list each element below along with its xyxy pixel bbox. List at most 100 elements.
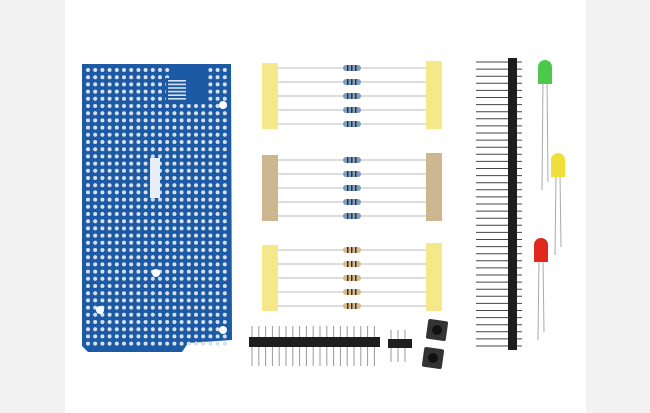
pcb-pad <box>93 312 98 317</box>
pcb-pad <box>179 212 184 216</box>
pcb-pad <box>93 248 98 252</box>
pcb-pad <box>122 125 126 130</box>
pcb-pad <box>201 226 206 231</box>
pcb-pad <box>222 284 227 288</box>
pcb-pad <box>114 190 119 195</box>
pcb-pad <box>107 204 112 209</box>
pcb-pad <box>86 305 90 310</box>
pcb-pad <box>194 233 198 238</box>
pcb-pad <box>158 147 162 152</box>
pcb-pad <box>222 168 227 173</box>
pcb-pad <box>122 147 126 152</box>
pcb-pad <box>215 212 220 216</box>
pcb-pad <box>100 219 105 224</box>
resistor-band <box>347 275 349 281</box>
pcb-pad <box>172 147 177 152</box>
pcb-pad <box>86 219 90 224</box>
pcb-pad <box>143 176 148 180</box>
pcb-pad <box>186 168 191 173</box>
pcb-pad <box>194 161 198 166</box>
pcb-pad <box>129 219 134 224</box>
pcb-pad <box>172 262 177 267</box>
pcb-pad <box>165 140 170 144</box>
pcb-pad <box>208 168 213 173</box>
pcb-pad <box>215 312 220 317</box>
pcb-pad <box>208 204 213 209</box>
pcb-pad <box>186 183 191 188</box>
pcb-pad <box>158 68 162 72</box>
pcb-pad <box>107 276 112 281</box>
pcb-pad <box>222 125 227 130</box>
pcb-pad <box>215 291 220 296</box>
pcb-pad <box>165 291 170 296</box>
pcb-pad <box>194 147 198 152</box>
pcb-pad <box>100 140 105 144</box>
pcb-pad <box>215 168 220 173</box>
pcb-pad <box>86 276 90 281</box>
resistor-band <box>355 107 357 113</box>
pcb-pad <box>194 183 198 188</box>
pcb-pad <box>179 168 184 173</box>
pcb-pad <box>179 125 184 130</box>
pcb-pad <box>93 140 98 144</box>
resistor-band <box>355 79 357 85</box>
pcb-pad <box>194 132 198 137</box>
pcb-pad <box>100 320 105 324</box>
pcb-pad <box>143 118 148 123</box>
pcb-pad <box>201 291 206 296</box>
pcb-pad <box>150 276 155 281</box>
pcb-pad <box>100 154 105 159</box>
pcb-pad <box>215 104 220 108</box>
pcb-pad <box>208 255 213 260</box>
pcb-pad <box>208 183 213 188</box>
pcb-pad <box>172 104 177 108</box>
pcb-pad <box>222 190 227 195</box>
resistor-band <box>347 289 349 295</box>
pcb-pad <box>107 327 112 332</box>
pcb-pad <box>143 212 148 216</box>
pcb-pad <box>158 96 162 101</box>
pcb-pad <box>129 248 134 252</box>
long-pin-header <box>476 58 522 350</box>
pcb-pad <box>143 125 148 130</box>
pcb-pad <box>158 240 162 245</box>
pcb-pad <box>165 298 170 303</box>
pcb-pad <box>100 284 105 288</box>
pcb-pad <box>158 89 162 94</box>
pcb-pad <box>93 262 98 267</box>
led-lead <box>554 172 557 256</box>
pcb-pad <box>129 197 134 202</box>
pcb-pad <box>222 298 227 303</box>
pcb-pad <box>215 125 220 130</box>
pcb-pad <box>201 111 206 116</box>
pcb-pad <box>129 240 134 245</box>
pcb-pad <box>172 140 177 144</box>
pcb-pad <box>100 226 105 231</box>
pcb-pad <box>136 204 141 209</box>
pcb-pad <box>136 305 141 310</box>
pcb-pad <box>186 147 191 152</box>
pcb-pad <box>208 125 213 130</box>
pcb-pad <box>136 262 141 267</box>
pcb-pad <box>143 284 148 288</box>
pcb-pad <box>158 132 162 137</box>
pcb-pad <box>172 176 177 180</box>
pcb-pad <box>201 320 206 324</box>
pcb-pad <box>179 320 184 324</box>
pcb-pad <box>129 298 134 303</box>
resistor-band <box>351 93 353 99</box>
pcb-pad <box>194 327 198 332</box>
pcb-pad <box>208 82 213 87</box>
pcb-pad <box>143 233 148 238</box>
pcb-pad <box>179 161 184 166</box>
pcb-pad <box>107 111 112 116</box>
pcb-pad <box>179 111 184 116</box>
pcb-pad <box>93 82 98 87</box>
pcb-pad <box>136 219 141 224</box>
pcb-pad <box>172 212 177 216</box>
pcb-pad <box>114 140 119 144</box>
pcb-pad <box>179 305 184 310</box>
pcb-pad <box>107 240 112 245</box>
pcb-pad <box>150 233 155 238</box>
